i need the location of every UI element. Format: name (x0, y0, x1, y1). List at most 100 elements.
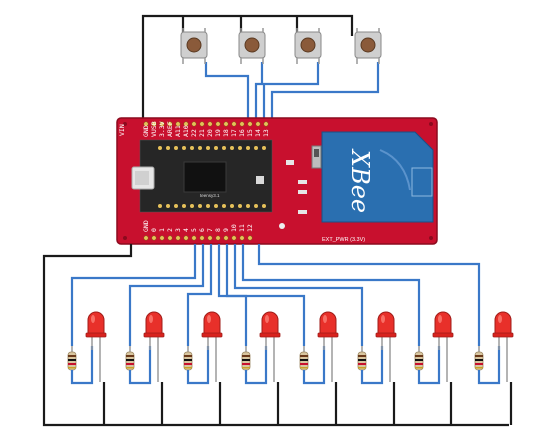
led-with-resistor (183, 311, 223, 385)
bottom-pin-hole (223, 235, 229, 241)
top-pin-label: 16 (238, 129, 246, 137)
top-pin-hole (239, 121, 245, 127)
bottom-header-pins (143, 235, 253, 241)
top-pin-hole (199, 121, 205, 127)
top-pin-label: A10 (182, 125, 190, 137)
top-pin-hole (143, 121, 149, 127)
bottom-pin-label: 5 (190, 228, 198, 232)
teensy-chip (183, 161, 227, 193)
top-pin-label: A11 (174, 125, 182, 137)
bottom-pin-hole (175, 235, 181, 241)
bottom-pin-label: 2 (166, 228, 174, 232)
pushbutton (354, 28, 382, 64)
led-with-resistor (414, 311, 454, 385)
teensy-label: teensy3.1 (200, 193, 220, 198)
led-signal-wire (70, 244, 197, 346)
top-pin-label: 13 (262, 129, 270, 137)
bottom-pin-label: 4 (182, 228, 190, 232)
led-ground-drops (102, 382, 513, 425)
bottom-pin-hole (191, 235, 197, 241)
bottom-pin-hole (207, 235, 213, 241)
pushbutton (238, 28, 266, 64)
top-pin-hole (175, 121, 181, 127)
led (319, 311, 337, 337)
top-pin-hole (215, 121, 221, 127)
teensy-pin-rows (158, 146, 266, 208)
top-pin-hole (231, 121, 237, 127)
top-pin-label: 18 (222, 129, 230, 137)
led (377, 311, 395, 337)
xbee-label: XBee (346, 148, 374, 213)
bottom-pin-label: 11 (238, 224, 246, 232)
top-pin-label: GND (142, 125, 150, 137)
bottom-pin-label: GND (142, 220, 150, 232)
top-pin-hole (207, 121, 213, 127)
top-pin-hole (167, 121, 173, 127)
led-with-resistor (125, 311, 165, 385)
top-pin-label: AREF (166, 121, 174, 137)
top-pin-hole (223, 121, 229, 127)
top-pin-label: 15 (246, 129, 254, 137)
top-pin-label: 22 (190, 129, 198, 137)
led-with-resistor (357, 311, 397, 385)
top-pin-label: VUSB (150, 121, 158, 137)
led-signal-wire (225, 244, 306, 346)
bottom-pin-hole (247, 235, 253, 241)
led-ground-bus (42, 244, 509, 427)
bottom-pin-label: 1 (158, 228, 166, 232)
led-array (67, 311, 514, 385)
led-signal-wires (70, 244, 481, 346)
top-pin-label: 14 (254, 129, 262, 137)
led (87, 311, 105, 337)
led-signal-wire (128, 244, 205, 346)
top-pin-hole (247, 121, 253, 127)
bottom-pin-hole (143, 235, 149, 241)
button-signal-wires (204, 62, 380, 120)
bottom-pin-hole (199, 235, 205, 241)
bottom-pin-label: 3 (174, 228, 182, 232)
led (261, 311, 279, 337)
top-pin-label: 21 (198, 129, 206, 137)
led-with-resistor (299, 311, 339, 385)
bottom-pin-hole (231, 235, 237, 241)
pushbuttons (180, 28, 382, 64)
bottom-pin-hole (151, 235, 157, 241)
bottom-pin-label: 7 (206, 228, 214, 232)
top-header-pins (143, 121, 269, 127)
ext-power-label: EXT_PWR (3.3V) (322, 237, 365, 243)
top-pin-hole (183, 121, 189, 127)
led-signal-wire (186, 244, 213, 346)
top-pin-hole (159, 121, 165, 127)
pushbutton (180, 28, 208, 64)
led (145, 311, 163, 337)
led-signal-wire (233, 244, 364, 346)
top-pin-label: 3.3V (158, 121, 166, 137)
top-pin-hole (263, 121, 269, 127)
xbee-module: XBee (321, 131, 434, 223)
led (203, 311, 221, 337)
top-pin-hole (255, 121, 261, 127)
bottom-pin-hole (167, 235, 173, 241)
bottom-pin-label: 6 (198, 228, 206, 232)
bottom-pin-label: 0 (150, 228, 158, 232)
bottom-pin-label: 9 (222, 228, 230, 232)
bottom-pin-label: 12 (246, 224, 254, 232)
led-with-resistor (67, 311, 107, 385)
bottom-pin-hole (159, 235, 165, 241)
vin-label: VIN (118, 124, 126, 136)
top-pin-hole (151, 121, 157, 127)
top-pin-label: 17 (230, 129, 238, 137)
top-pin-label: 19 (214, 129, 222, 137)
led-signal-wire (257, 244, 481, 346)
bottom-pin-hole (215, 235, 221, 241)
bottom-pin-hole (239, 235, 245, 241)
led-signal-wire (241, 244, 421, 346)
led (434, 311, 452, 337)
led-with-resistor (474, 311, 514, 385)
led (494, 311, 512, 337)
